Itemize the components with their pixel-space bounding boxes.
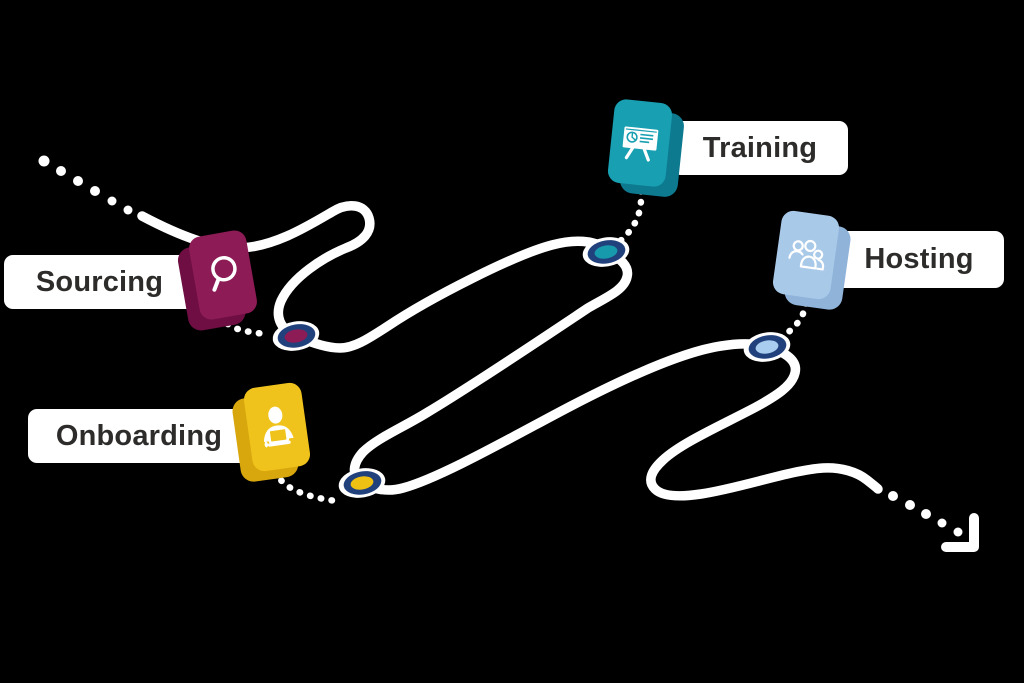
stage-tile-onboarding <box>230 381 312 484</box>
start-dotted-trail <box>38 155 133 215</box>
presentation-board-icon <box>622 126 659 162</box>
marker-core <box>593 243 619 261</box>
stage-label-sourcing: Sourcing <box>4 255 195 309</box>
road-line <box>137 201 883 501</box>
marker-core <box>283 327 309 345</box>
end-corner-arrow-icon <box>941 513 979 552</box>
tile-front-face <box>606 98 674 188</box>
magnifier-icon <box>211 255 237 292</box>
stage-label-onboarding: Onboarding <box>28 409 250 463</box>
stage-label-hosting: Hosting <box>834 231 1004 288</box>
end-dotted-trail <box>888 491 963 537</box>
stage-tile-sourcing <box>175 228 259 333</box>
stage-tile-training <box>606 98 686 199</box>
tile-front-face <box>187 228 259 322</box>
stage-label-training: Training <box>672 121 848 175</box>
stage-tile-hosting <box>771 209 853 312</box>
tile-front-face <box>242 381 312 473</box>
marker-core <box>754 338 780 356</box>
stage-label-text: Hosting <box>864 243 974 275</box>
person-laptop-icon <box>263 406 294 448</box>
marker-core <box>349 474 375 492</box>
stage-label-text: Sourcing <box>35 265 164 298</box>
people-group-icon <box>788 239 825 271</box>
stage-label-text: Onboarding <box>55 419 223 452</box>
stage-label-text: Training <box>702 131 818 164</box>
tile-front-face <box>771 209 841 301</box>
